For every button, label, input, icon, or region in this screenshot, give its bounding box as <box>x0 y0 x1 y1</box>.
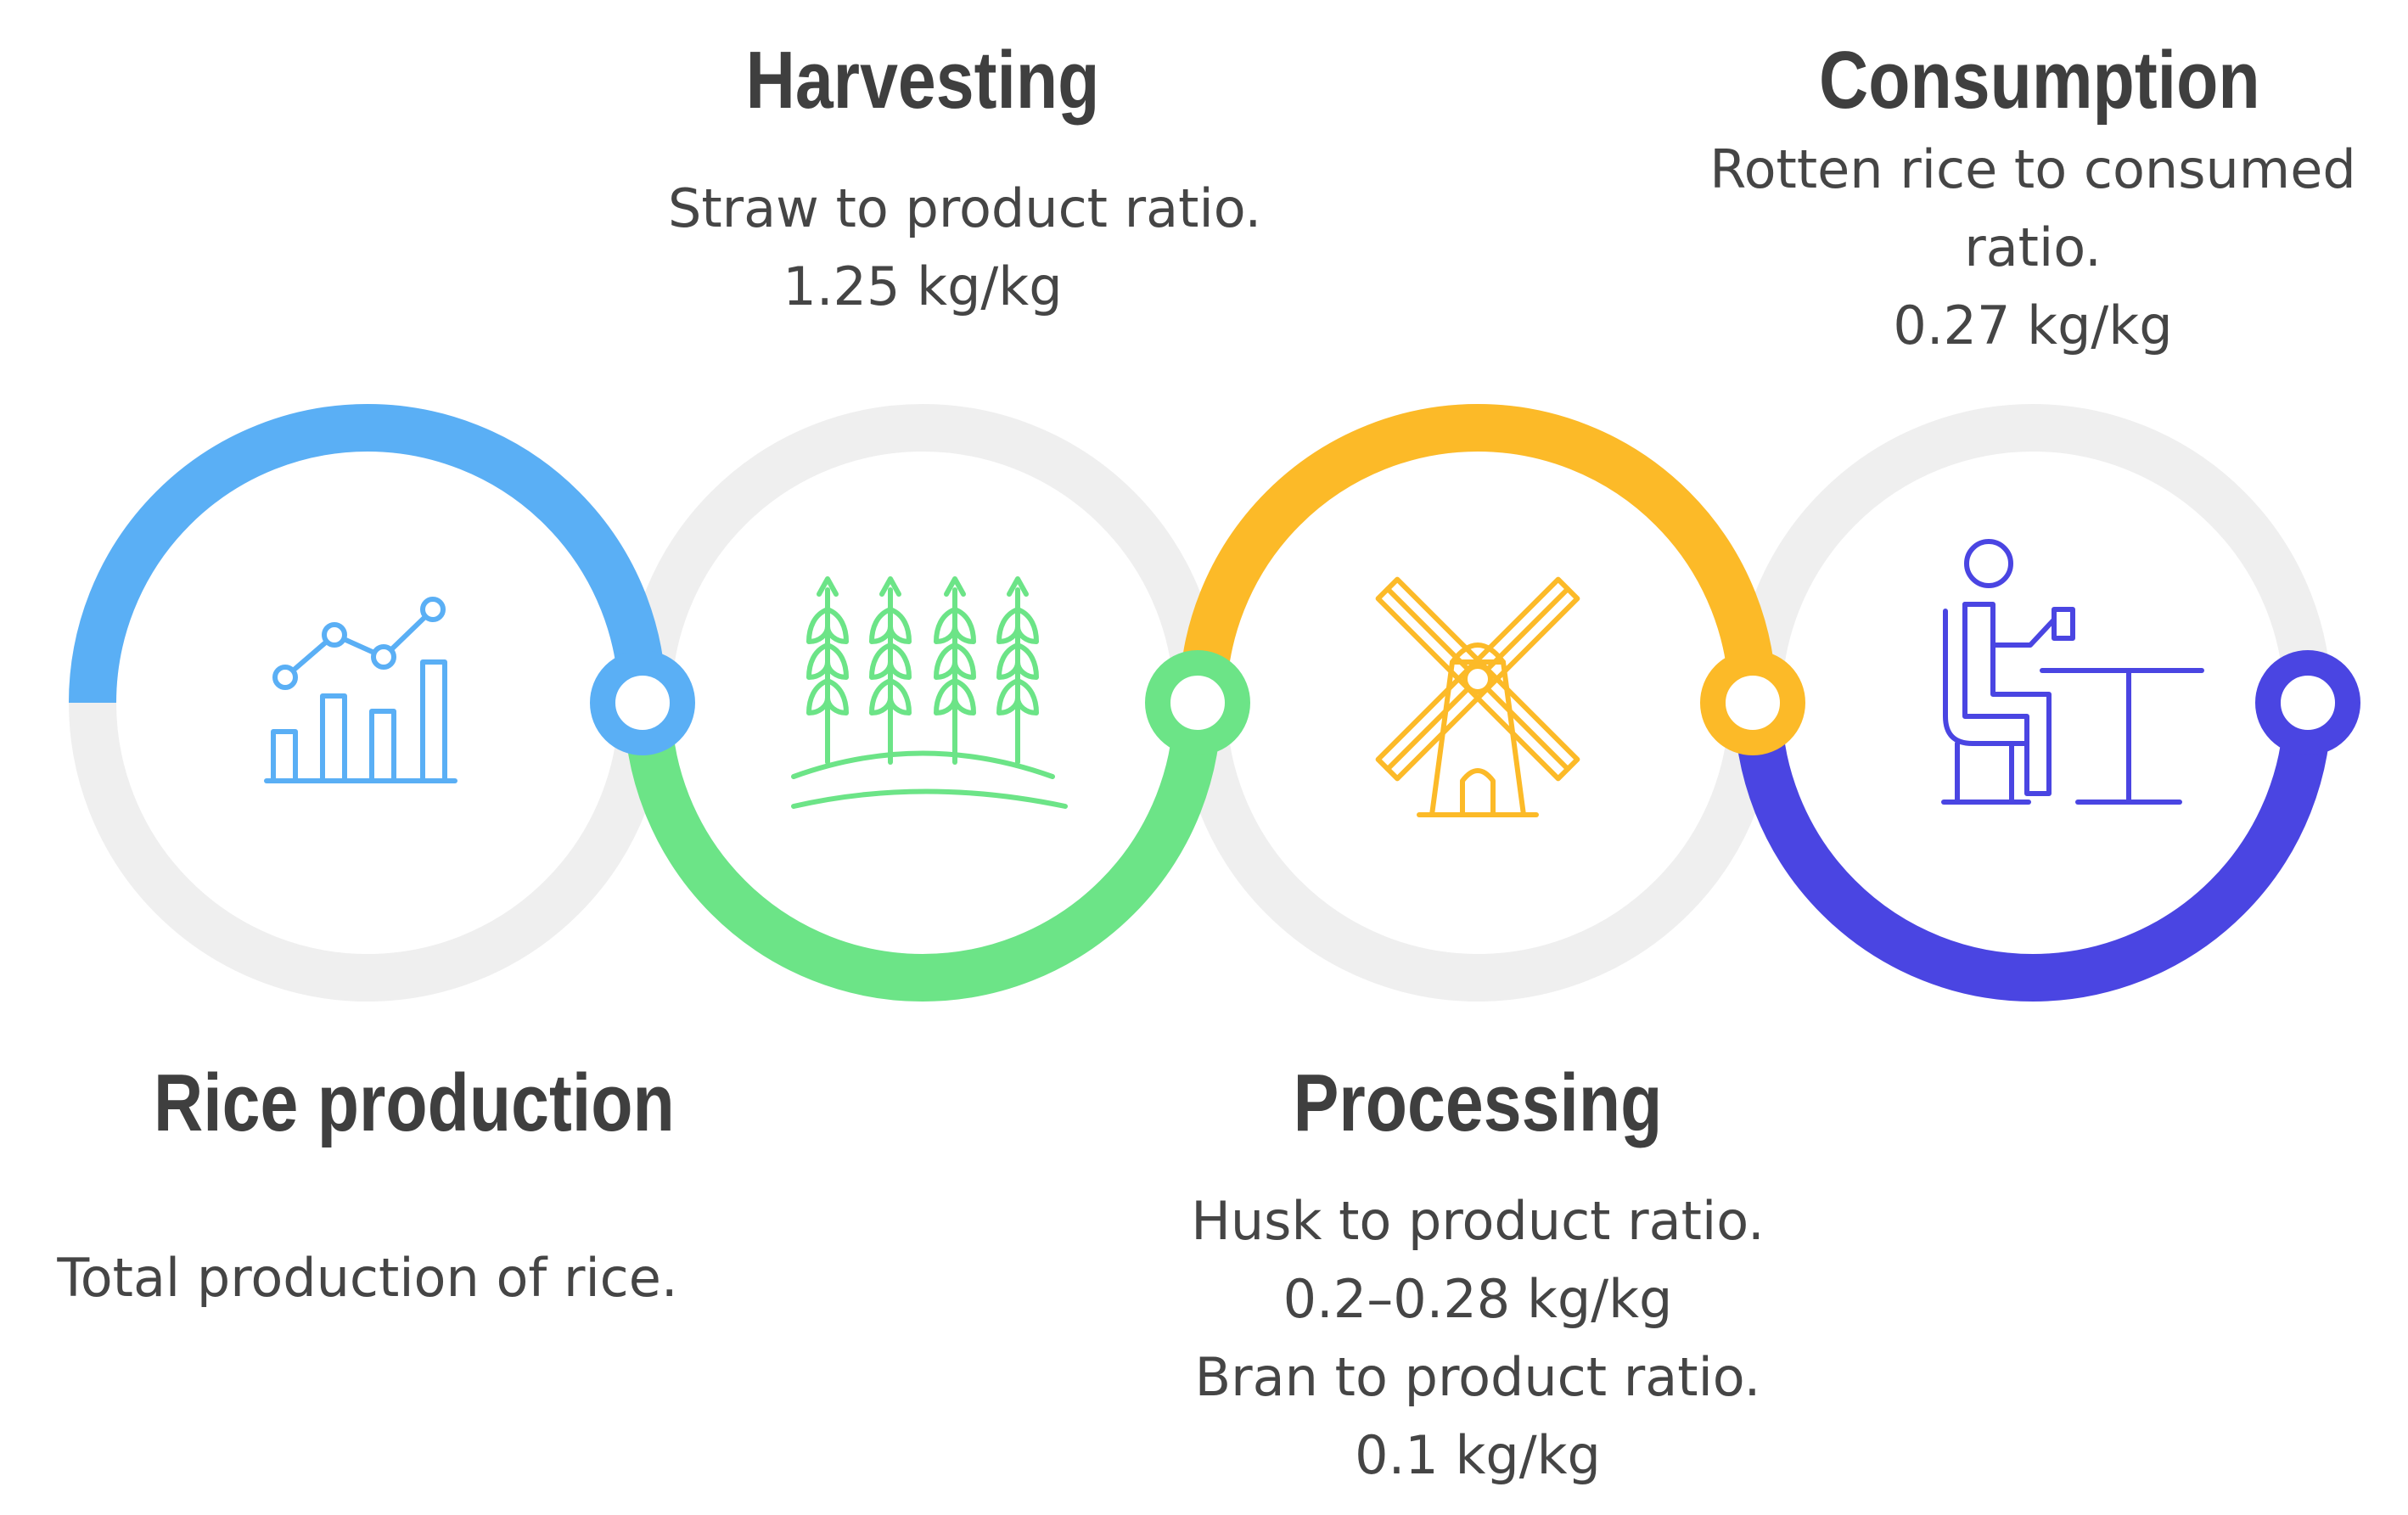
description-line: 0.1 kg/kg <box>1355 1424 1601 1486</box>
description-line: 1.25 kg/kg <box>783 255 1063 317</box>
description-line: ratio. <box>1964 216 2102 278</box>
description-line: Total production of rice. <box>57 1247 678 1309</box>
person-at-table-icon <box>1941 539 2204 805</box>
stage-title-rice-production: Rice production <box>154 1058 675 1148</box>
stage-description-harvesting: Straw to product ratio. 1.25 kg/kg <box>668 170 1262 326</box>
description-line: 0.27 kg/kg <box>1893 295 2173 356</box>
stage-title-consumption: Consumption <box>1819 35 2260 126</box>
windmill-icon <box>1375 576 1580 817</box>
arc-processing <box>1179 404 1777 704</box>
bar-chart-icon <box>264 597 457 783</box>
arc-rice-production <box>69 404 666 704</box>
node-processing <box>1700 650 1805 755</box>
description-line: Straw to product ratio. <box>668 177 1262 239</box>
description-line: 0.2–0.28 kg/kg <box>1283 1268 1673 1330</box>
arc-harvesting <box>624 702 1221 1002</box>
stage-title-processing: Processing <box>1293 1058 1663 1148</box>
description-line: Bran to product ratio. <box>1194 1346 1761 1408</box>
node-consumption <box>2255 650 2360 755</box>
stage-description-rice-production: Total production of rice. <box>28 1239 707 1317</box>
description-line: Rotten rice to consumed <box>1709 138 2356 200</box>
node-harvesting <box>1145 650 1250 755</box>
wheat-icon <box>791 576 1068 809</box>
stage-description-consumption: Rotten rice to consumed ratio. 0.27 kg/k… <box>1685 131 2381 365</box>
node-rice-production <box>590 650 695 755</box>
stage-description-processing: Husk to product ratio. 0.2–0.28 kg/kg Br… <box>1138 1182 1817 1495</box>
stage-title-harvesting: Harvesting <box>745 35 1100 126</box>
description-line: Husk to product ratio. <box>1191 1190 1765 1252</box>
arc-consumption <box>1734 702 2332 1002</box>
